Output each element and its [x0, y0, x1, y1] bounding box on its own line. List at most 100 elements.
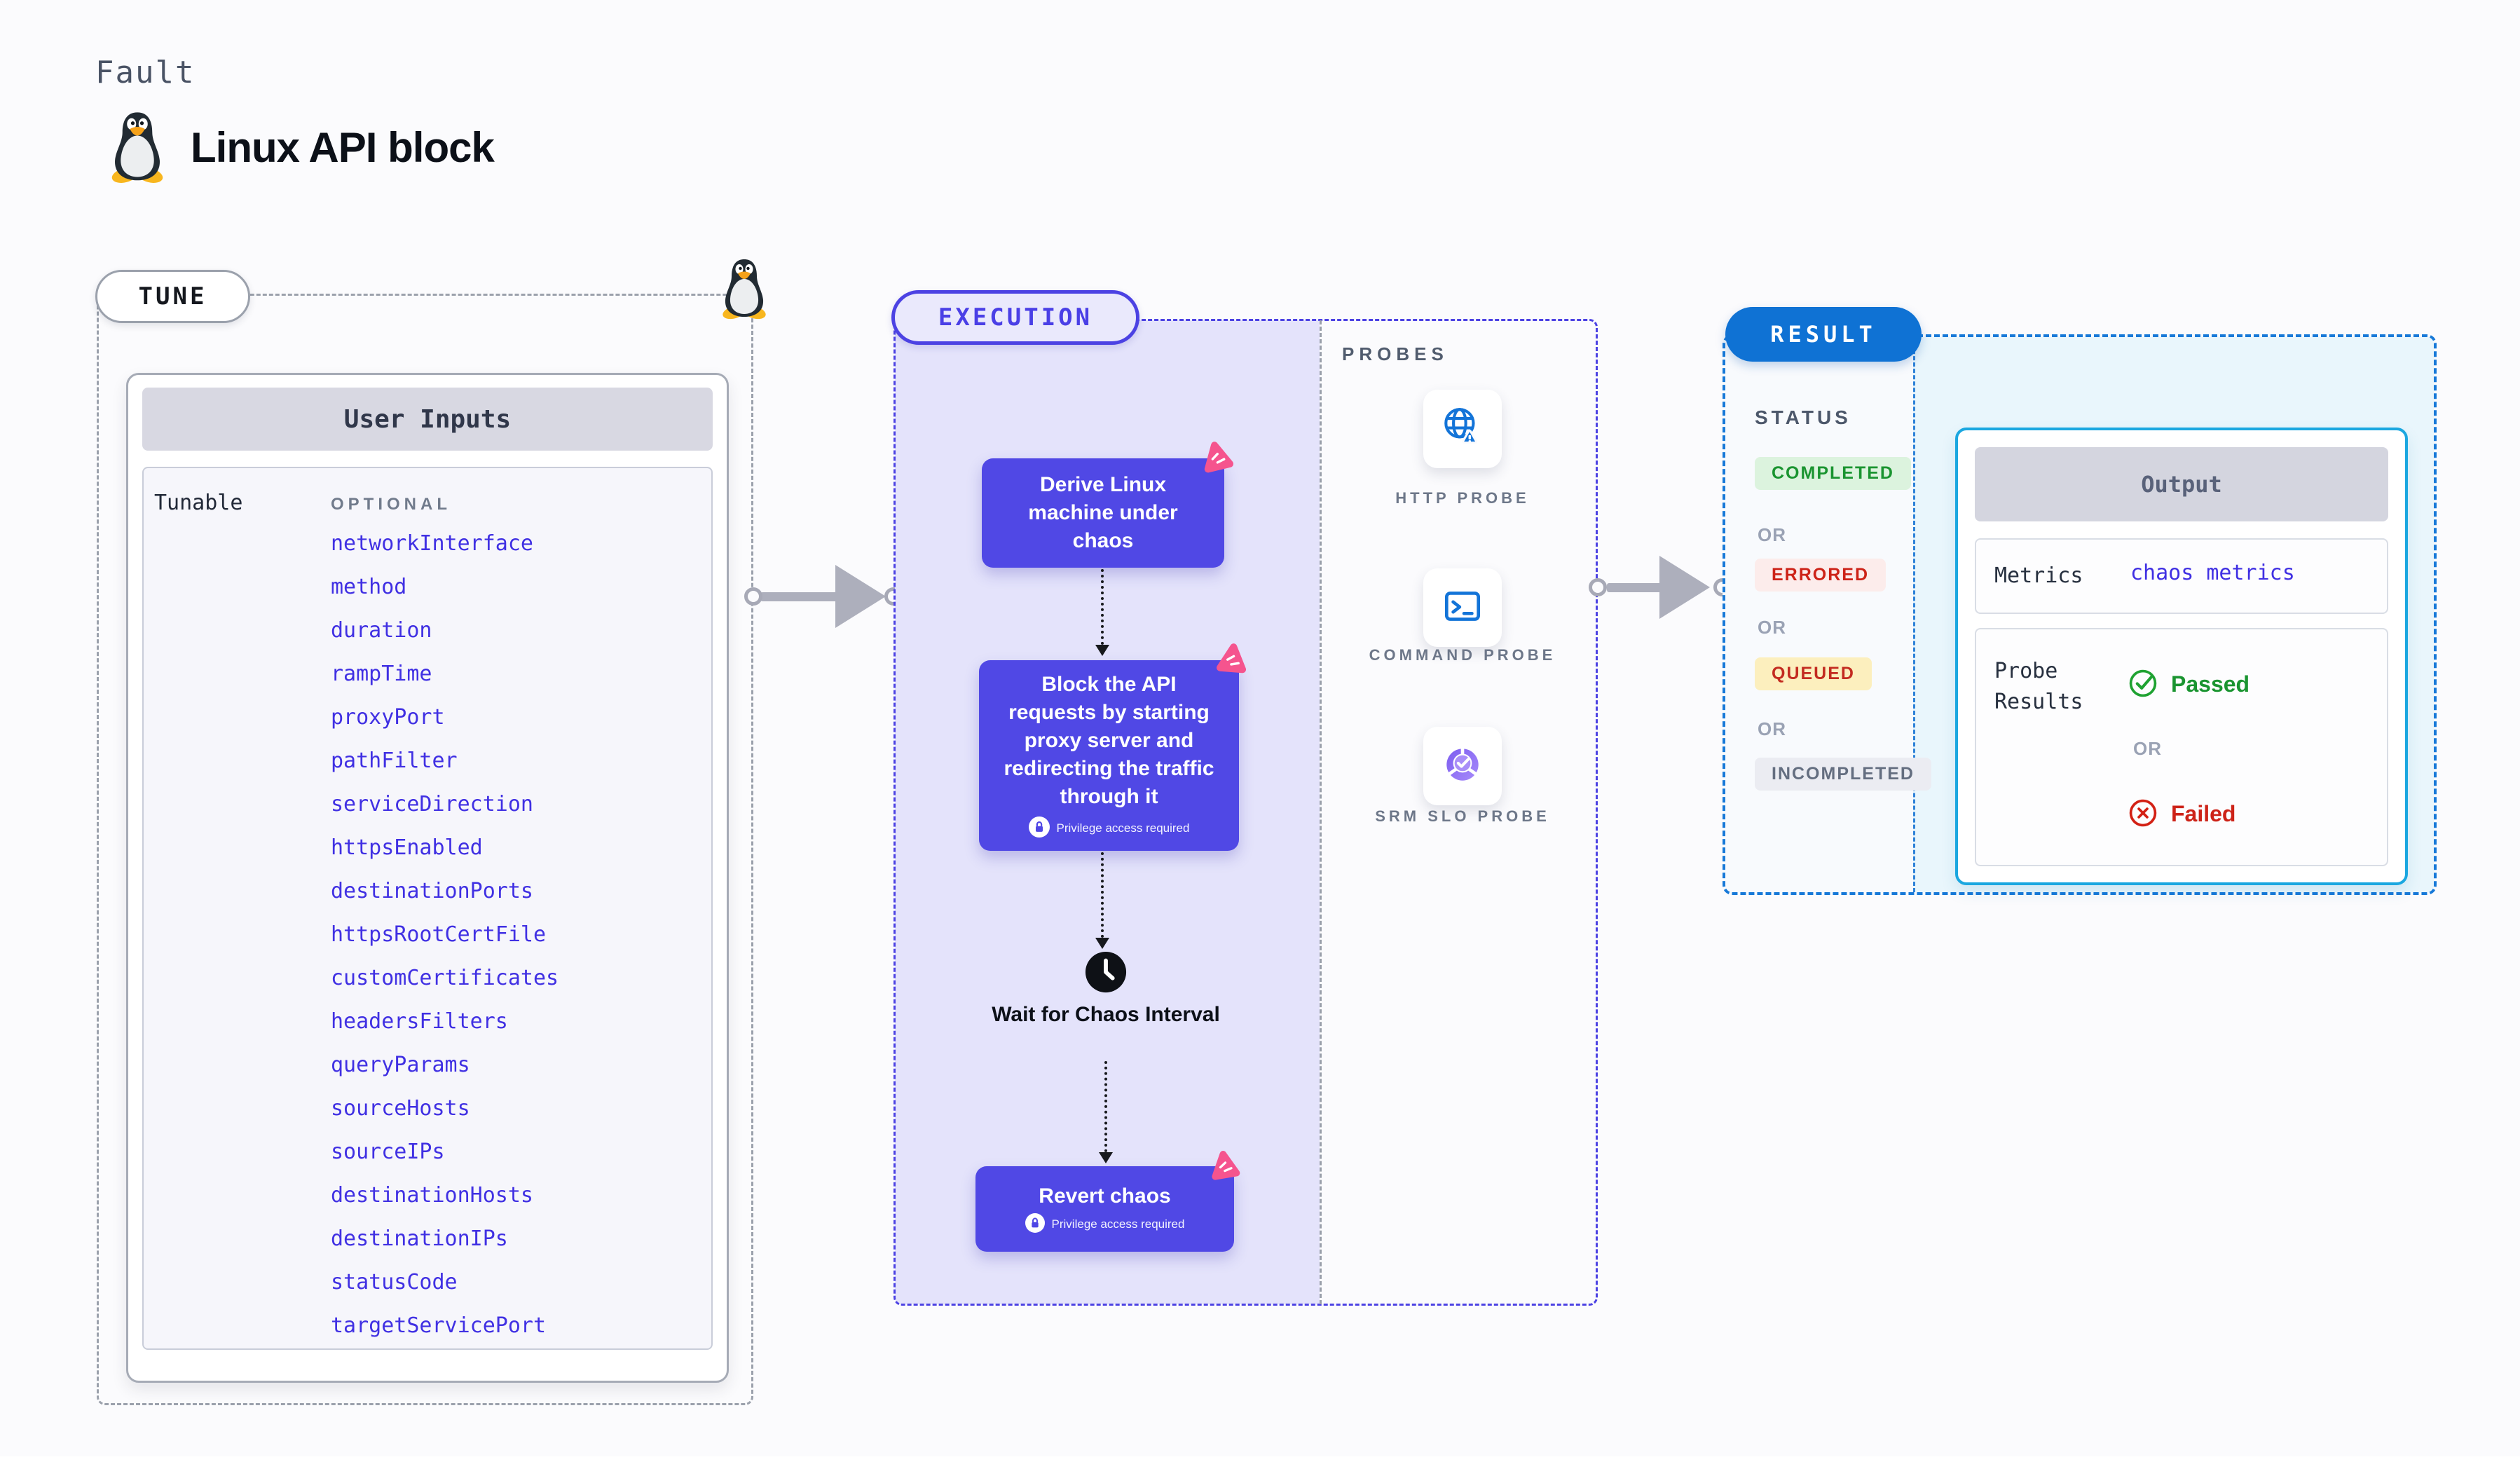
flow-connector	[1101, 569, 1104, 645]
status-badge-completed: COMPLETED	[1755, 457, 1911, 490]
param-sourceHosts[interactable]: sourceHosts	[331, 1095, 470, 1121]
param-method[interactable]: method	[331, 574, 407, 599]
probe-results-row	[1975, 628, 2388, 866]
metrics-row	[1975, 538, 2388, 614]
param-proxyPort[interactable]: proxyPort	[331, 704, 445, 730]
srm-slo-probe-label: SRM SLO PROBE	[1375, 807, 1550, 825]
failed-x-icon	[2128, 798, 2158, 828]
list-item: headersFilters	[331, 999, 695, 1043]
param-list: networkInterface method duration rampTim…	[331, 521, 695, 1347]
command-probe-icon	[1439, 583, 1486, 633]
status-badge-incompleted: INCOMPLETED	[1755, 758, 1931, 791]
param-statusCode[interactable]: statusCode	[331, 1269, 458, 1294]
list-item: httpsRootCertFile	[331, 913, 695, 956]
execution-to-result-arrow	[1607, 583, 1664, 592]
user-inputs-table	[142, 467, 713, 1350]
execution-pill: EXECUTION	[891, 290, 1139, 345]
list-item: serviceDirection	[331, 782, 695, 826]
param-destinationHosts[interactable]: destinationHosts	[331, 1182, 533, 1208]
param-targetServicePort[interactable]: targetServicePort	[331, 1313, 547, 1338]
list-item: statusCode	[331, 1260, 695, 1304]
execution-pill-label: EXECUTION	[938, 303, 1093, 332]
list-item: queryParams	[331, 1043, 695, 1086]
lock-icon	[1025, 1212, 1045, 1236]
probes-divider	[1320, 320, 1322, 1304]
tux-linux-icon	[105, 111, 170, 184]
list-item: destinationPorts	[331, 869, 695, 913]
tune-section	[97, 294, 753, 1405]
flow-connector-arrowhead	[1095, 938, 1109, 949]
or-separator: OR	[1758, 524, 1786, 545]
param-httpsRootCertFile[interactable]: httpsRootCertFile	[331, 922, 547, 947]
output-title: Output	[2141, 471, 2222, 498]
status-label: STATUS	[1755, 406, 1851, 428]
list-item: sourceHosts	[331, 1086, 695, 1130]
tune-pill: TUNE	[95, 270, 250, 323]
wait-for-chaos-label: Wait for Chaos Interval	[992, 1003, 1220, 1026]
metrics-label: Metrics	[1994, 563, 2083, 588]
connector-ring-icon	[744, 587, 762, 606]
page-title: Linux API block	[191, 124, 495, 171]
param-headersFilters[interactable]: headersFilters	[331, 1009, 508, 1034]
privilege-badge: Privilege access required	[1025, 1212, 1185, 1236]
param-destinationPorts[interactable]: destinationPorts	[331, 878, 533, 903]
privilege-label: Privilege access required	[1051, 1217, 1185, 1231]
tune-to-execution-arrow	[760, 592, 839, 601]
probe-results-label: Probe Results	[1994, 659, 2083, 714]
param-networkInterface[interactable]: networkInterface	[331, 531, 533, 556]
or-separator: OR	[1758, 617, 1786, 638]
passed-label: Passed	[2171, 671, 2250, 697]
execution-to-result-arrow-head	[1659, 556, 1710, 619]
status-badge-queued: QUEUED	[1755, 657, 1872, 690]
param-serviceDirection[interactable]: serviceDirection	[331, 791, 533, 816]
or-separator: OR	[1758, 718, 1786, 739]
step-text: Block the API requests by starting proxy…	[1004, 672, 1214, 808]
step-revert-chaos: Revert chaos Privilege access required	[975, 1166, 1234, 1252]
param-customCertificates[interactable]: customCertificates	[331, 965, 559, 990]
chaos-icon	[1207, 1148, 1242, 1184]
or-separator: OR	[2133, 738, 2162, 759]
step-text: Revert chaos	[1039, 1184, 1171, 1208]
list-item: method	[331, 565, 695, 608]
user-inputs-title: User Inputs	[343, 404, 512, 434]
flow-connector-arrowhead	[1099, 1152, 1113, 1163]
param-sourceIPs[interactable]: sourceIPs	[331, 1139, 445, 1164]
flow-connector	[1101, 852, 1104, 938]
param-queryParams[interactable]: queryParams	[331, 1052, 470, 1077]
status-badge-errored: ERRORED	[1755, 559, 1886, 592]
result-pill-label: RESULT	[1770, 321, 1877, 348]
param-duration[interactable]: duration	[331, 617, 432, 643]
list-item: targetServicePort	[331, 1304, 695, 1347]
http-probe-icon	[1439, 404, 1486, 454]
metrics-value: chaos metrics	[2130, 561, 2295, 585]
param-httpsEnabled[interactable]: httpsEnabled	[331, 835, 483, 860]
bottom-strip	[0, 1456, 2520, 1483]
user-inputs-header: User Inputs	[142, 388, 713, 451]
param-destinationIPs[interactable]: destinationIPs	[331, 1226, 508, 1251]
command-probe-label: COMMAND PROBE	[1369, 646, 1556, 664]
list-item: duration	[331, 608, 695, 652]
tunable-row-label: Tunable	[154, 491, 243, 515]
list-item: destinationIPs	[331, 1217, 695, 1260]
list-item: httpsEnabled	[331, 826, 695, 869]
tune-pill-label: TUNE	[138, 282, 207, 310]
param-pathFilter[interactable]: pathFilter	[331, 748, 458, 773]
execution-section	[893, 319, 1598, 1306]
srm-slo-probe-card	[1423, 727, 1502, 805]
fault-kicker: Fault	[95, 55, 196, 90]
tux-linux-icon-small	[719, 257, 769, 321]
failed-label: Failed	[2171, 801, 2236, 826]
flow-connector	[1104, 1061, 1107, 1152]
passed-check-icon	[2128, 668, 2158, 699]
step-derive-machine: Derive Linux machine under chaos	[982, 458, 1224, 568]
list-item: proxyPort	[331, 695, 695, 739]
list-item: customCertificates	[331, 956, 695, 999]
privilege-badge: Privilege access required	[1028, 816, 1189, 841]
command-probe-card	[1423, 568, 1502, 647]
http-probe-card	[1423, 390, 1502, 468]
flow-connector-arrowhead	[1095, 645, 1109, 656]
step-text: Derive Linux machine under chaos	[1028, 473, 1178, 552]
list-item: pathFilter	[331, 739, 695, 782]
chaos-icon	[1197, 437, 1236, 477]
param-rampTime[interactable]: rampTime	[331, 661, 432, 686]
